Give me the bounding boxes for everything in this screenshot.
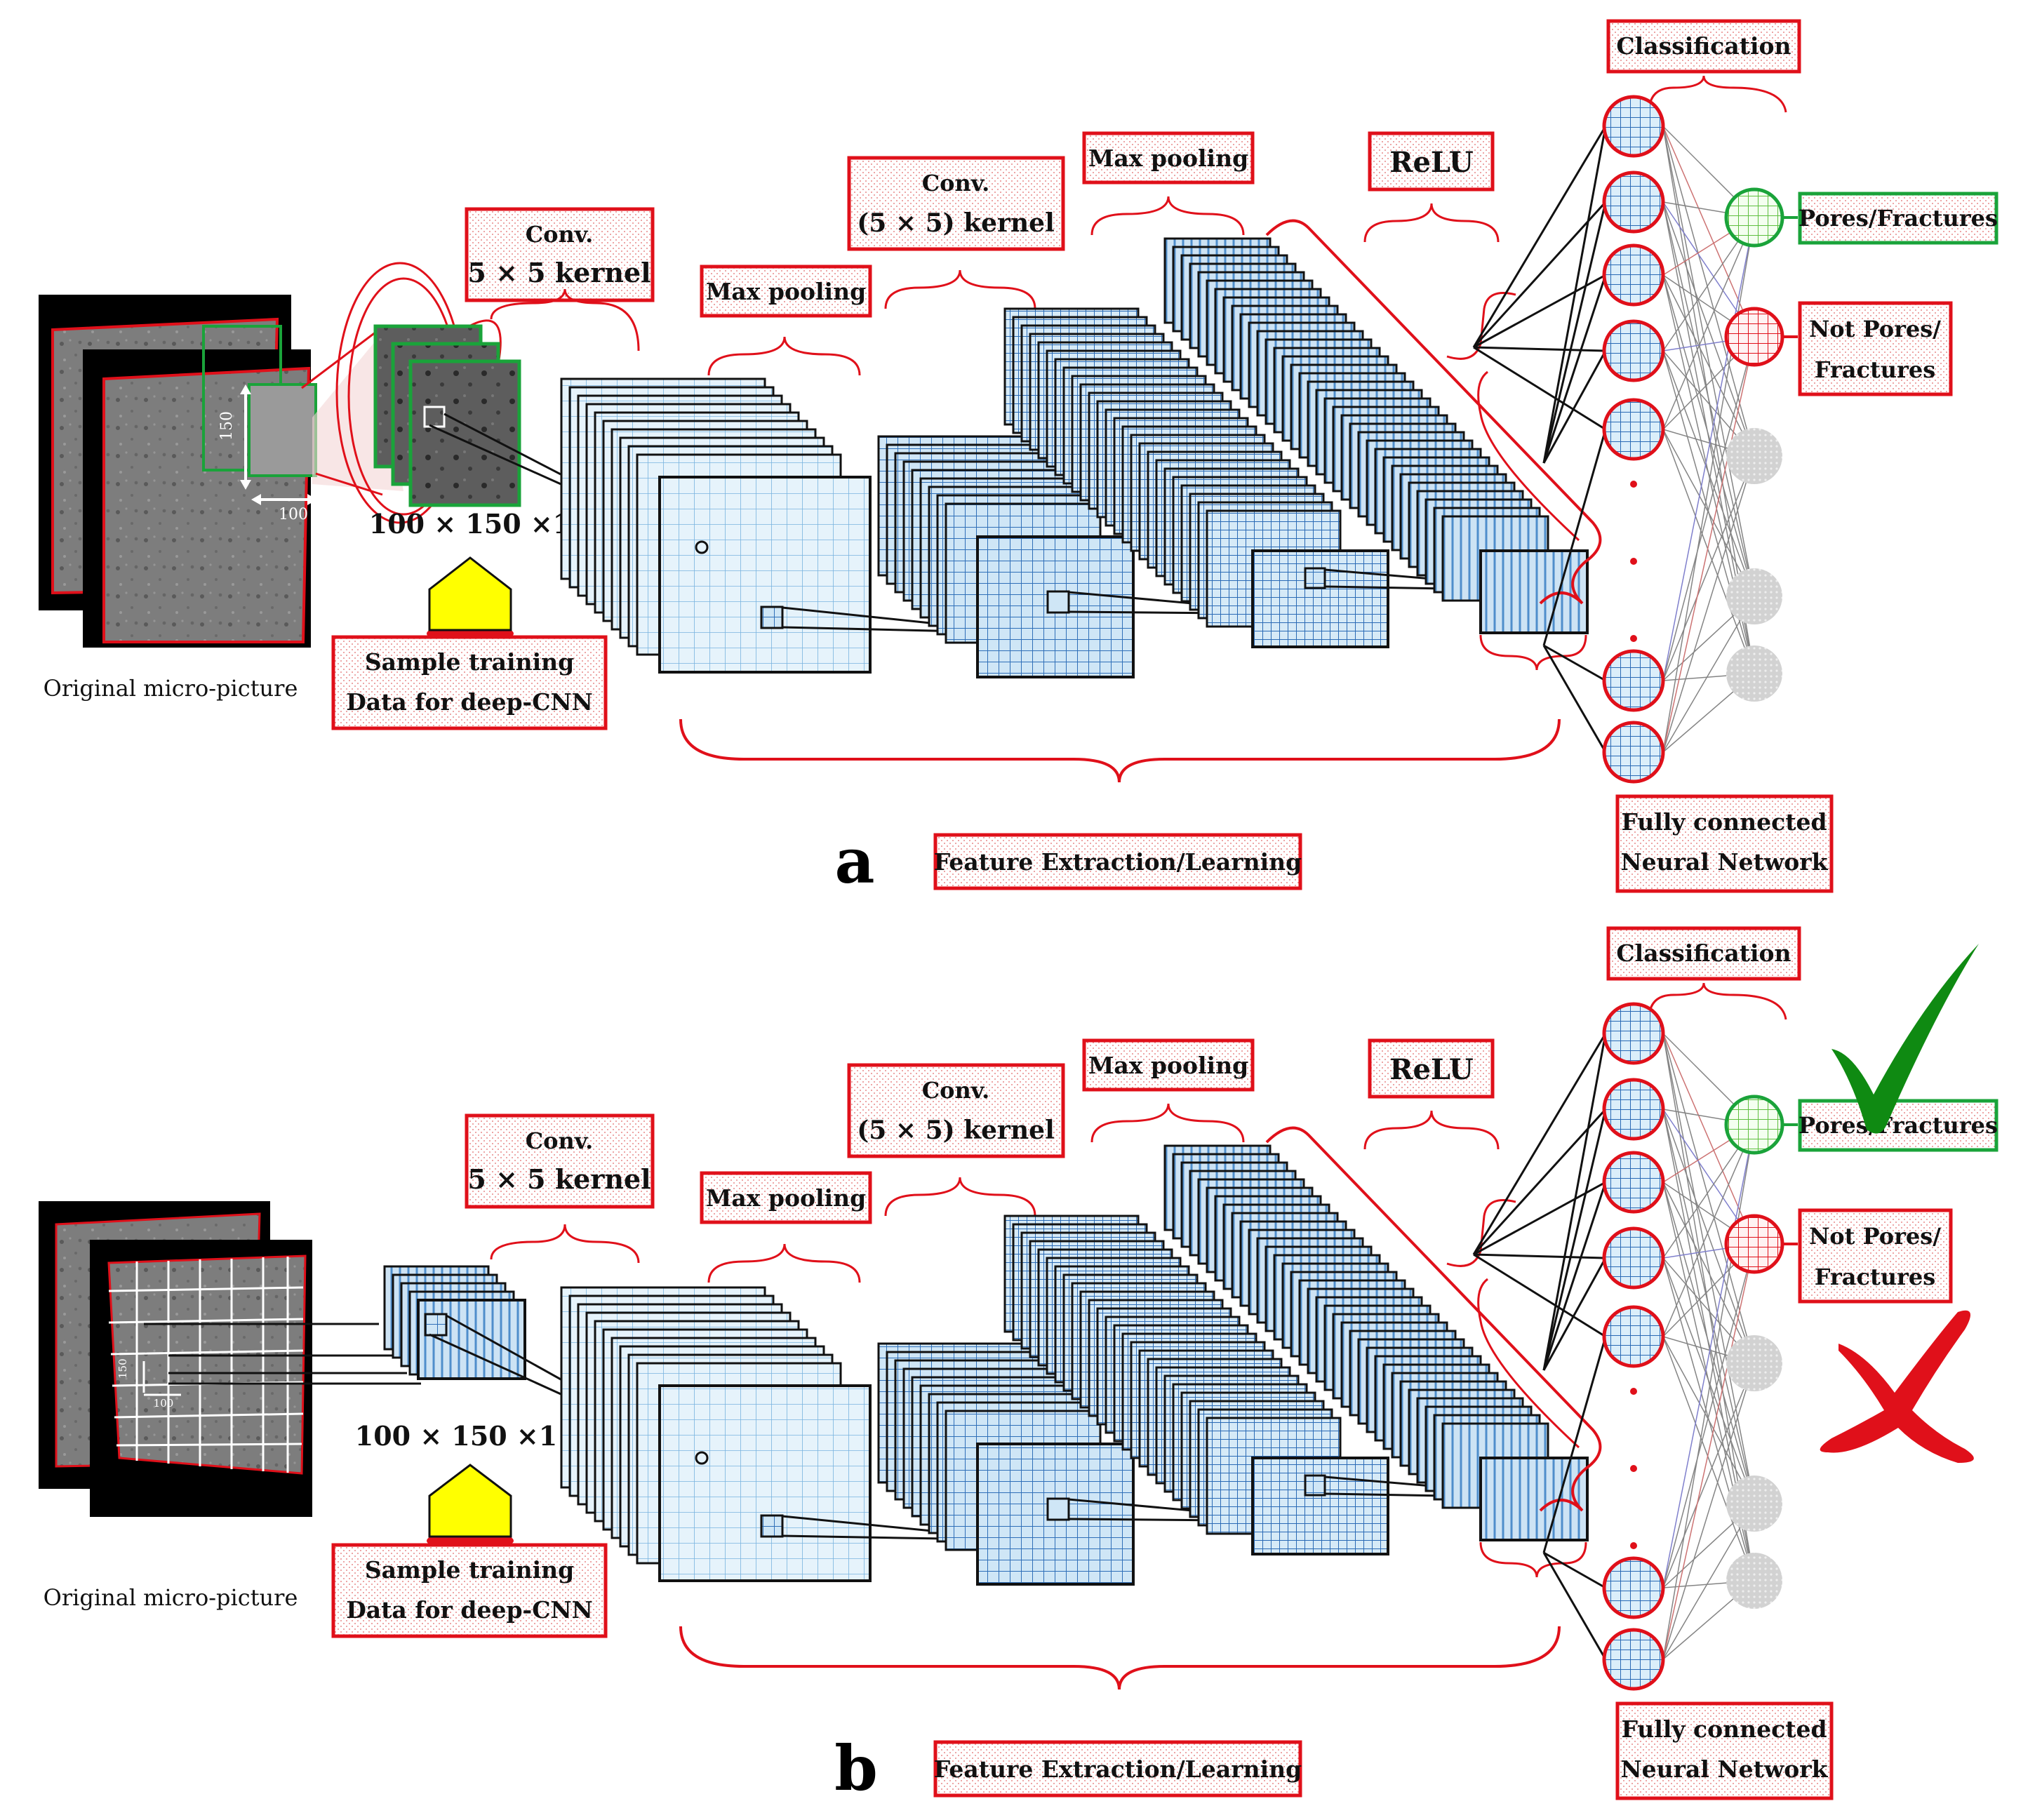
diagonal-brace [1265,219,1602,605]
conv1-brace [490,288,640,352]
original-caption: Original micro-picture [44,1584,298,1611]
red-cross-icon [1820,1310,1974,1463]
fc-hidden-nodes [1602,1002,1665,1691]
feature-extraction-text: Feature Extraction/Learning [934,848,1302,876]
relu-brace [1363,203,1500,243]
panel-a: 150 100 Original micro-picture 100 × 150… [39,19,1998,897]
conv2-label-box: Conv. (5 × 5) kernel [847,1063,1065,1217]
maxpool1-label-box: Max pooling [700,1171,872,1283]
conv1-line2: 5 × 5 kernel [467,1163,650,1195]
fc-connections [1472,1033,1607,1660]
fc-line1: Fully connected [1621,1715,1827,1743]
conv2-feature-maps [1003,307,1578,648]
fc-hidden-nodes [1602,95,1665,784]
dim-height-label: 150 [116,1358,129,1379]
maxpool2-label-box: Max pooling [1082,131,1255,236]
not-pores-line1: Not Pores/ [1809,1223,1941,1250]
panel-letter: a [834,824,874,897]
original-caption: Original micro-picture [44,675,298,702]
panel-b: 150 100 Original micro-picture 100 × 150… [39,926,1998,1805]
conv1-line1: Conv. [526,221,594,248]
feature-extraction-brace [679,1626,1561,1690]
not-pores-line1: Not Pores/ [1809,316,1941,342]
input-size-label: 100 × 150 ×1 [369,508,571,540]
relu-text: ReLU [1389,146,1474,179]
not-pores-label: Not Pores/ Fractures [1798,301,1953,396]
conv1-feature-maps [560,1286,1030,1582]
up-arrow-icon [427,556,514,643]
not-pores-line2: Fractures [1815,1264,1936,1290]
feature-extraction-brace [679,718,1561,783]
not-pores-line2: Fractures [1815,356,1936,383]
sample-training-line1: Sample training [365,648,574,676]
conv2-line1: Conv. [922,170,990,196]
relu-text: ReLU [1389,1053,1474,1086]
conv1-label-box: Conv. 5 × 5 kernel [465,207,655,352]
maxpool2-text: Max pooling [1088,145,1248,172]
classification-label-box: Classification [1606,19,1801,113]
pores-text: Pores/Fractures [1799,1112,1998,1139]
up-arrow-icon [427,1464,514,1551]
relu-label-box: ReLU [1363,1038,1500,1150]
dim-height-label: 150 [218,411,236,441]
conv2-line1: Conv. [922,1077,990,1104]
classification-label-box: Classification [1606,926,1801,1020]
sample-training-line2: Data for deep-CNN [346,1596,593,1624]
conv2-line2: (5 × 5) kernel [857,1116,1055,1145]
dim-width-label: 100 [279,506,308,523]
classification-text: Classification [1616,939,1791,967]
conv1-line1: Conv. [526,1128,594,1154]
pores-fractures-label: Pores/Fractures [1798,192,1998,245]
green-checkmark-icon [1831,944,1979,1134]
conv2-brace [884,269,1036,309]
original-micro-picture: 150 100 [39,1201,312,1517]
input-size-label: 100 × 150 ×1 [355,1420,557,1452]
maxpool1-brace [707,336,861,376]
conv1-feature-maps [560,377,1030,674]
grid-to-patch-lines [144,1323,421,1385]
maxpool1-feature-maps [877,435,1315,678]
maxpool1-label-box: Max pooling [700,265,872,376]
conv2-label-box: Conv. (5 × 5) kernel [847,156,1065,309]
feature-extraction-box: Feature Extraction/Learning [933,1740,1302,1798]
fc-line2: Neural Network [1620,848,1828,876]
input-patch-stack [383,1265,702,1459]
maxpool1-feature-maps [877,1342,1315,1586]
fc-connections [1472,126,1607,753]
pores-fractures-label: Pores/Fractures [1798,1099,1998,1152]
feature-extraction-text: Feature Extraction/Learning [934,1755,1302,1783]
panel-letter: b [834,1732,878,1805]
sample-training-box: Sample training Data for deep-CNN [331,635,608,730]
fully-connected-box: Fully connected Neural Network [1615,794,1834,893]
diagonal-brace [1265,1126,1602,1512]
dim-width-label: 100 [154,1397,174,1410]
conv1-line2: 5 × 5 kernel [467,257,650,288]
maxpool1-text: Max pooling [706,1184,866,1212]
classification-text: Classification [1616,32,1791,60]
maxpool1-text: Max pooling [706,278,866,305]
maxpool2-feature-maps [1163,237,1589,634]
conv2-line2: (5 × 5) kernel [857,208,1055,238]
pores-text: Pores/Fractures [1799,205,1998,232]
sample-training-box: Sample training Data for deep-CNN [331,1543,608,1638]
sample-training-line1: Sample training [365,1556,574,1584]
conv2-feature-maps [1003,1215,1578,1555]
fc-output-nodes [1724,187,1798,702]
fc-output-nodes [1724,1095,1798,1609]
not-pores-label: Not Pores/ Fractures [1798,1208,1953,1304]
conv1-label-box: Conv. 5 × 5 kernel [465,1113,655,1264]
fc-line2: Neural Network [1620,1755,1828,1783]
relu-label-box: ReLU [1363,131,1500,243]
original-micro-picture: 150 100 [39,295,317,648]
fully-connected-box: Fully connected Neural Network [1615,1701,1834,1800]
maxpool2-text: Max pooling [1088,1052,1248,1079]
maxpool2-feature-maps [1163,1144,1589,1541]
maxpool2-brace [1090,196,1245,236]
sample-training-line2: Data for deep-CNN [346,688,593,716]
maxpool2-label-box: Max pooling [1082,1038,1255,1143]
feature-extraction-box: Feature Extraction/Learning [933,833,1302,890]
fc-line1: Fully connected [1621,808,1827,836]
